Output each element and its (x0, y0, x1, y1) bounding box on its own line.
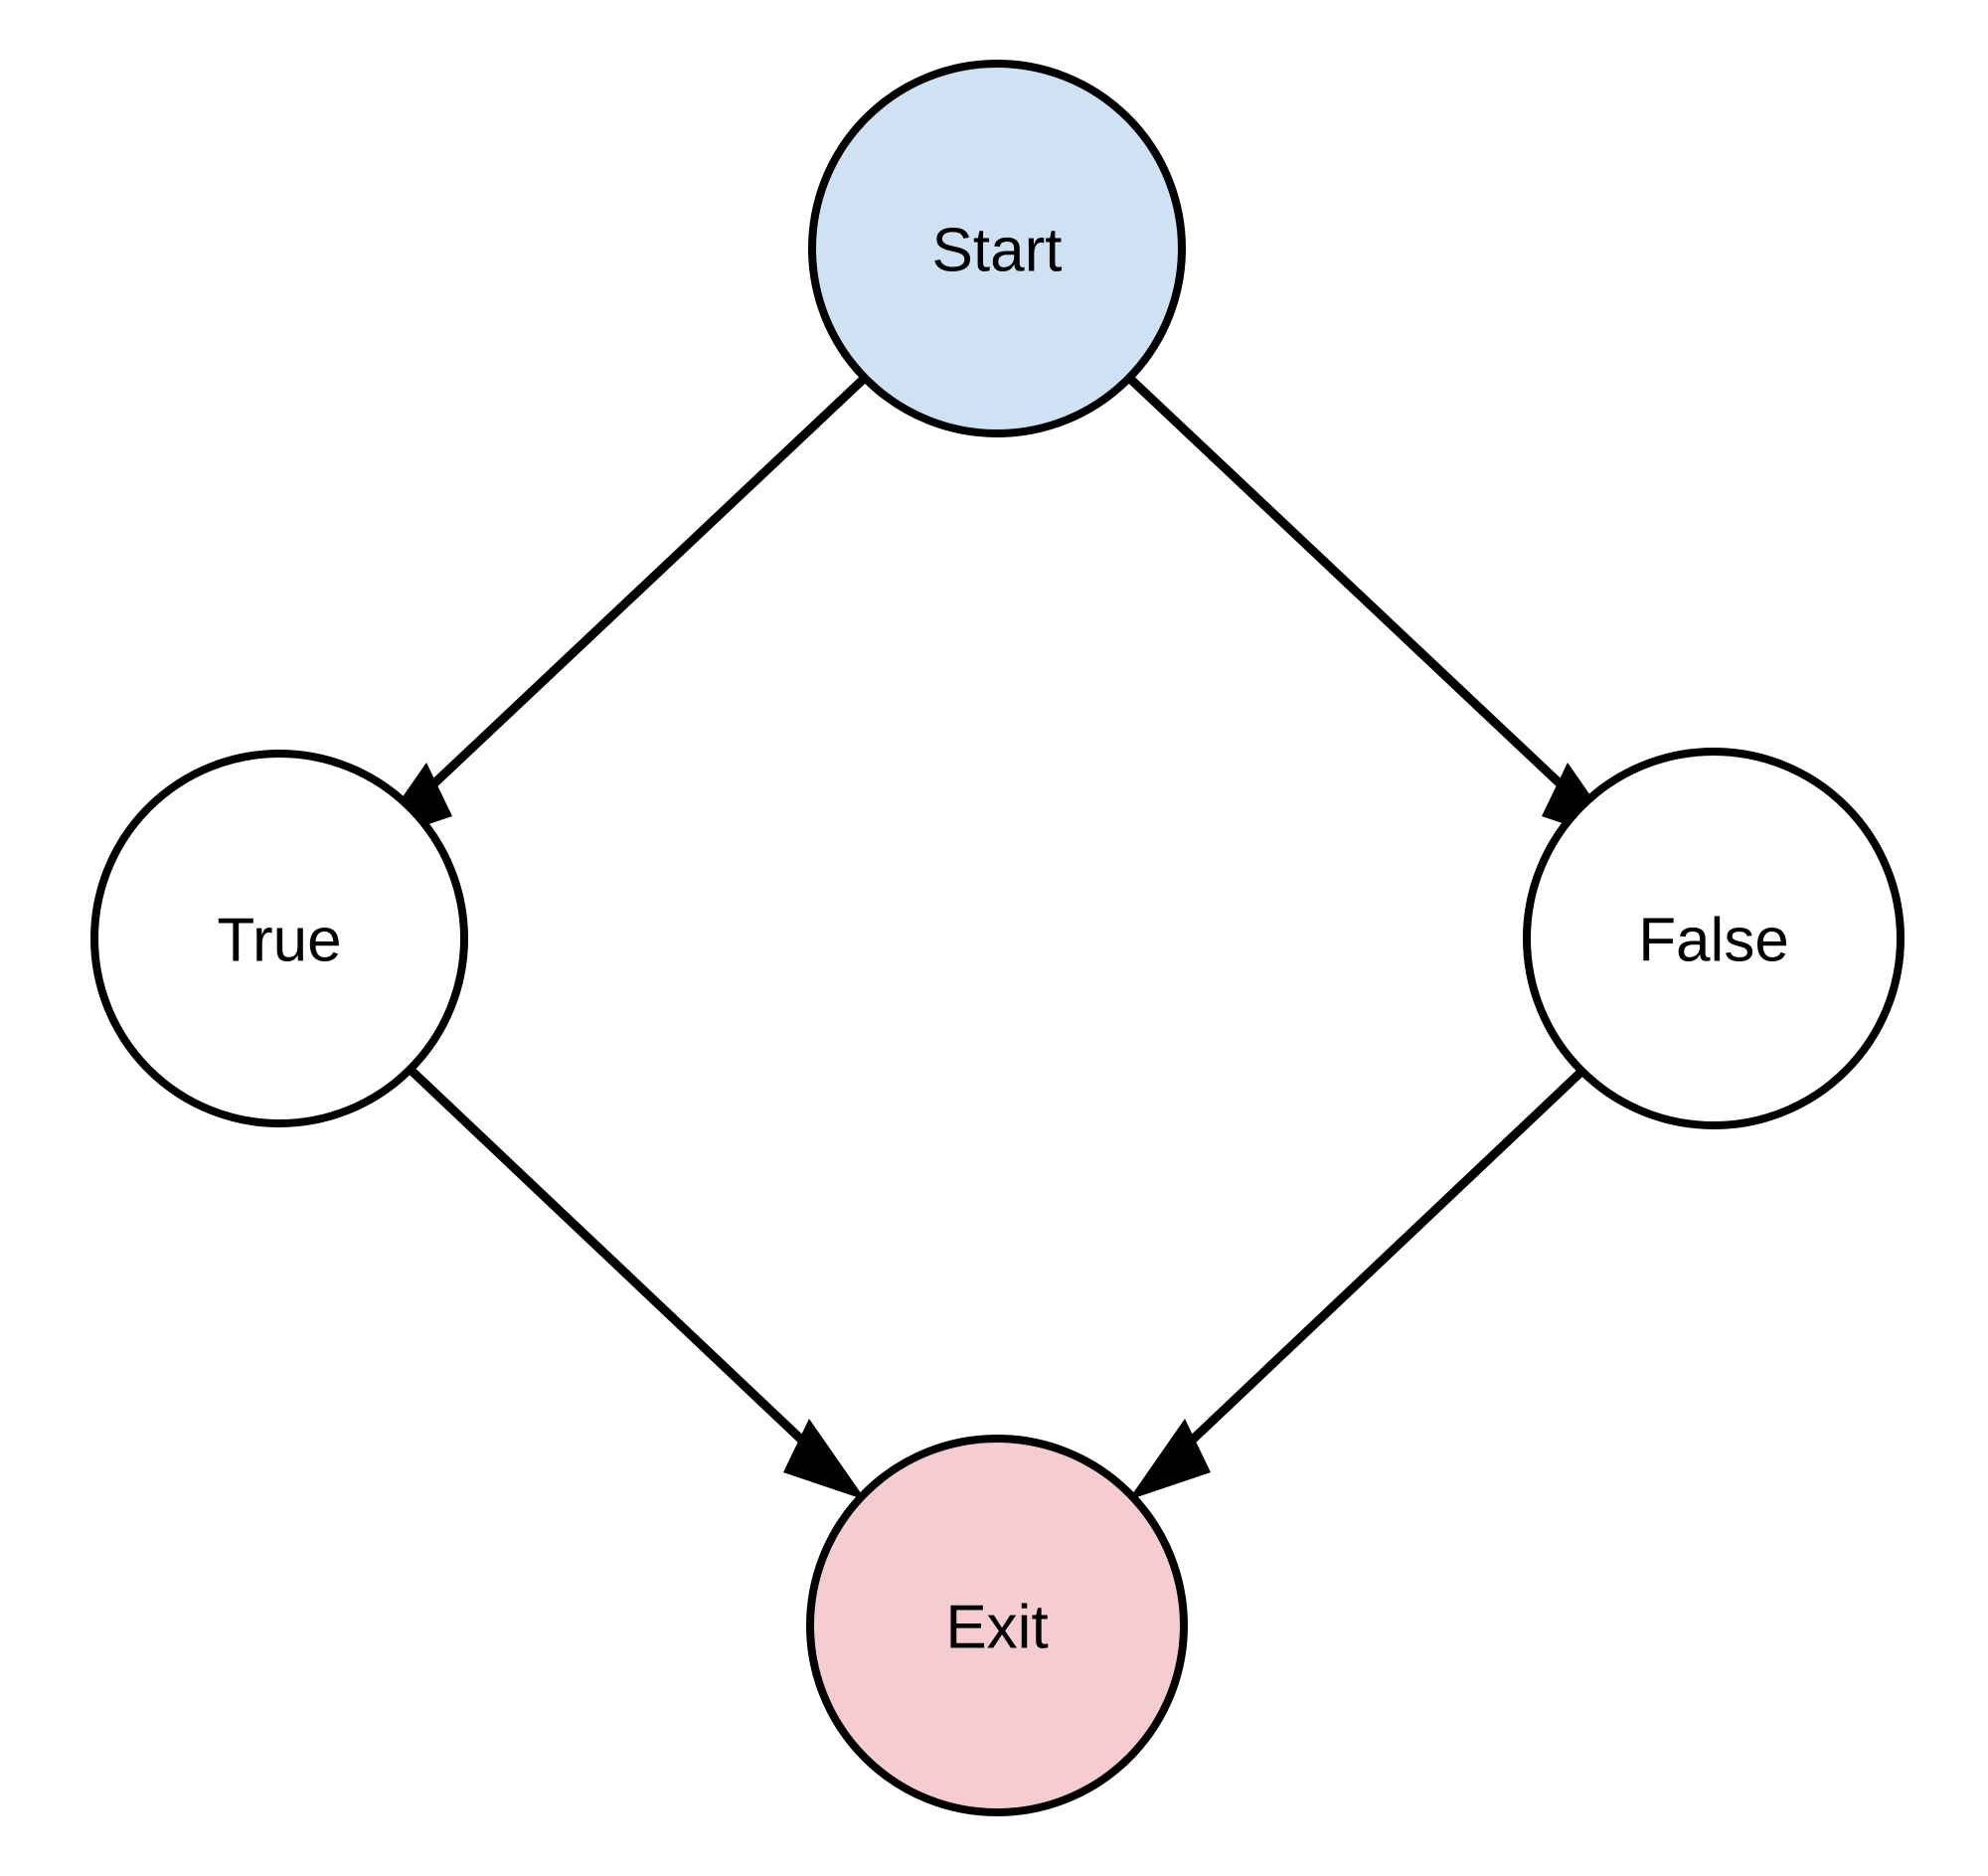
node-start[interactable]: Start (808, 60, 1186, 437)
node-start-circle[interactable] (808, 60, 1186, 437)
edge-start-to-false-line (1125, 374, 1597, 819)
node-true-circle[interactable] (90, 750, 468, 1127)
node-start-label: Start (932, 217, 1063, 285)
node-true[interactable]: True (90, 750, 468, 1127)
node-exit-circle[interactable] (806, 1435, 1188, 1816)
node-false-circle[interactable] (1523, 748, 1905, 1129)
edge-false-to-exit[interactable] (1128, 1066, 1587, 1500)
edge-false-to-exit-line (1155, 1066, 1587, 1475)
edge-start-to-true-line (397, 374, 869, 819)
edge-false-to-exit-arrowhead (1128, 1419, 1211, 1500)
edge-start-to-true[interactable] (370, 374, 869, 844)
node-exit-label: Exit (945, 1594, 1048, 1662)
edge-true-to-exit-arrowhead (783, 1419, 866, 1500)
edge-start-to-false[interactable] (1125, 374, 1624, 844)
node-false-label: False (1638, 907, 1789, 975)
node-true-label: True (217, 907, 341, 975)
node-exit[interactable]: Exit (806, 1435, 1188, 1816)
edge-true-to-exit[interactable] (407, 1066, 866, 1500)
node-false[interactable]: False (1523, 748, 1905, 1129)
edge-true-to-exit-line (407, 1066, 839, 1475)
